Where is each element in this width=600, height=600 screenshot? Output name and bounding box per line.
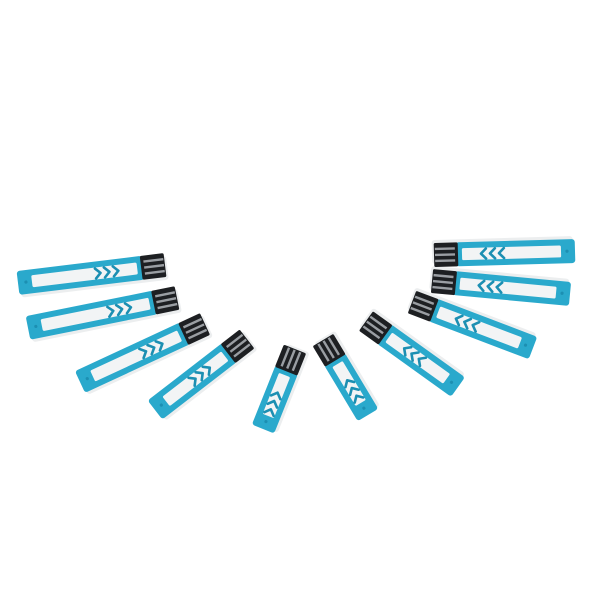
test-strip	[16, 253, 169, 298]
contact-rail	[432, 285, 453, 291]
contact-rail	[225, 333, 244, 349]
chevron-arrow-icon	[410, 351, 420, 362]
sample-dot	[85, 377, 89, 381]
sample-dot	[34, 324, 38, 329]
strip-inlay	[40, 297, 151, 331]
test-strip	[429, 266, 571, 306]
test-strip	[431, 236, 576, 267]
sample-dot	[565, 249, 569, 253]
chevron-arrow-icon	[471, 320, 481, 333]
contact-rail	[154, 291, 176, 298]
contact-rail	[410, 306, 430, 317]
contact-rail	[432, 279, 454, 285]
test-strip	[148, 330, 257, 420]
contact-rail	[362, 325, 381, 340]
contact-rail	[233, 343, 251, 358]
contact-rail	[187, 328, 208, 340]
contact-rail	[434, 247, 455, 251]
chevron-arrow-icon	[269, 391, 282, 401]
chevron-arrow-icon	[114, 303, 124, 317]
contact-rail	[434, 253, 456, 257]
contact-rail	[185, 323, 205, 334]
chevron-arrow-icon	[353, 394, 365, 404]
chevron-arrow-icon	[123, 302, 133, 315]
strip-inlay	[385, 333, 450, 384]
chevron-arrow-icon	[402, 345, 413, 357]
chevron-arrow-icon	[154, 340, 164, 352]
sample-dot	[449, 380, 454, 384]
strip-inlay	[263, 373, 290, 418]
strip-inlay	[31, 262, 138, 288]
chevron-arrow-icon	[417, 356, 428, 368]
chevron-arrow-icon	[263, 408, 275, 418]
test-strip	[252, 344, 309, 433]
chevron-arrow-icon	[187, 376, 197, 388]
test-strip	[26, 286, 182, 342]
contact-rail	[435, 259, 456, 263]
contact-rail	[366, 320, 384, 335]
chevron-arrow-icon	[477, 279, 486, 293]
contact-rail	[144, 269, 165, 275]
test-strip	[407, 288, 537, 359]
sample-dot	[523, 343, 528, 347]
contact-rail	[291, 351, 302, 372]
contact-rail	[433, 273, 454, 279]
chevron-arrow-icon	[497, 246, 506, 260]
sample-dot	[362, 406, 366, 410]
sample-dot	[264, 419, 268, 424]
chevron-arrow-icon	[266, 399, 279, 409]
contact-rail	[280, 347, 291, 367]
strips-group	[16, 236, 576, 433]
contact-rail	[412, 301, 433, 311]
chevron-arrow-icon	[111, 265, 120, 278]
test-strip	[75, 313, 213, 394]
contact-rail	[327, 337, 340, 356]
chevron-arrow-icon	[344, 379, 356, 389]
test-strip	[359, 308, 464, 396]
chevron-arrow-icon	[454, 314, 464, 327]
contact-rail	[369, 315, 388, 330]
chevron-arrow-icon	[146, 343, 156, 356]
chevron-arrow-icon	[106, 305, 115, 319]
contact-rail	[182, 317, 203, 329]
chevron-arrow-icon	[486, 280, 495, 293]
test-strip	[313, 331, 379, 421]
sample-dot	[159, 403, 163, 407]
contact-rail	[143, 257, 164, 263]
contact-rail	[144, 263, 165, 269]
contact-rail	[414, 295, 435, 305]
chevron-arrow-icon	[495, 281, 504, 294]
sample-dot	[24, 280, 28, 284]
chevron-arrow-icon	[194, 371, 204, 382]
contact-rail	[322, 340, 335, 359]
contact-rail	[156, 297, 177, 304]
contact-rail	[157, 302, 178, 310]
chevron-arrow-icon	[488, 246, 497, 260]
contact-rail	[286, 349, 296, 369]
strip-inlay	[332, 361, 366, 406]
contact-rail	[317, 343, 330, 362]
chevron-arrow-icon	[102, 266, 111, 279]
chevron-arrow-icon	[348, 386, 360, 397]
sample-dot	[560, 291, 564, 295]
chevron-arrow-icon	[138, 347, 148, 360]
chevron-arrow-icon	[463, 317, 473, 330]
chevron-arrow-icon	[93, 267, 102, 280]
chevron-arrow-icon	[479, 247, 488, 260]
contact-rail	[229, 338, 247, 353]
chevron-arrow-icon	[201, 365, 212, 377]
